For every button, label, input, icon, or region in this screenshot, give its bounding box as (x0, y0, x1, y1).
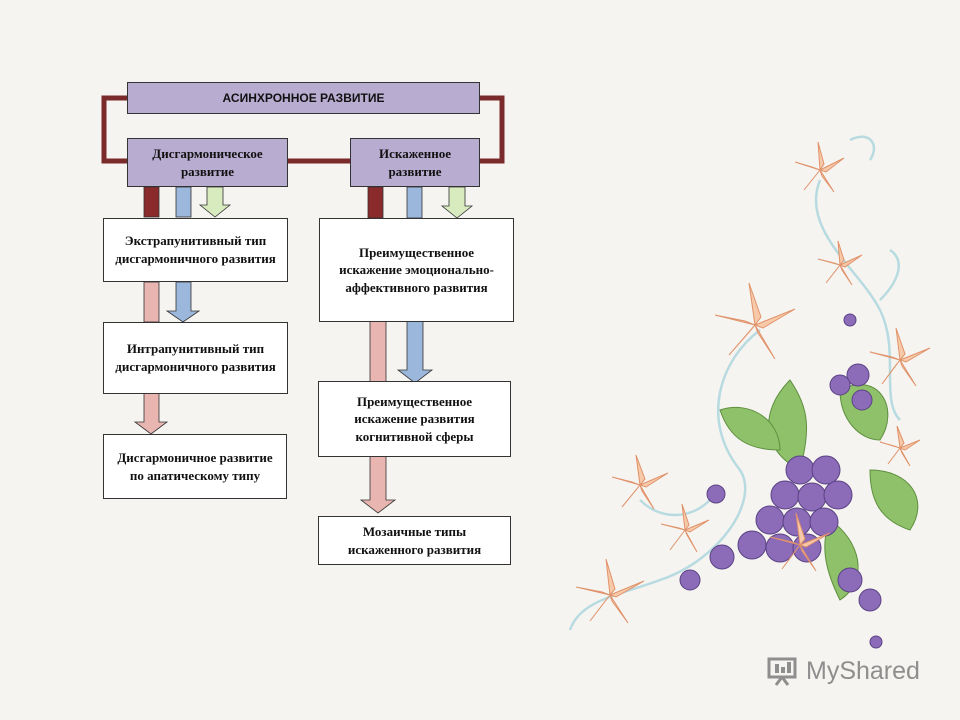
root-label: АСИНХРОННОЕ РАЗВИТИЕ (222, 90, 385, 105)
right-item-1: Преимущественное искажение эмоционально-… (339, 244, 494, 295)
right-item-2-box: Преимущественное искажение развития когн… (318, 381, 511, 457)
right-item-3: Мозаичные типы искаженного развития (347, 523, 482, 557)
arrow-dark-left (143, 186, 160, 218)
right-item-2: Преимущественное искажение развития когн… (354, 393, 475, 444)
root-box: АСИНХРОННОЕ РАЗВИТИЕ (127, 82, 480, 114)
left-item-1-box: Экстрапунитивный тип дисгармоничного раз… (103, 218, 288, 282)
left-item-3: Дисгармоничное развитие по апатическому … (117, 449, 273, 483)
myshared-logo: MyShared (766, 656, 920, 686)
right-branch-title-box: Искаженное развитие (350, 138, 480, 187)
left-item-1: Экстрапунитивный тип дисгармоничного раз… (115, 233, 276, 266)
right-branch-title: Искаженное развитие (379, 145, 451, 179)
left-item-3-box: Дисгармоничное развитие по апатическому … (103, 434, 287, 499)
arrow-blue-left (175, 186, 192, 218)
arrow-pink-right-down (359, 455, 397, 514)
arrow-blue-right-down (396, 320, 434, 384)
watermark-text: MyShared (806, 656, 920, 685)
right-item-1-box: Преимущественное искажение эмоционально-… (319, 218, 514, 322)
left-branch-title-box: Дисгармоническое развитие (127, 138, 288, 187)
left-branch-title: Дисгармоническое развитие (152, 145, 263, 179)
arrow-pink-left-down (133, 392, 169, 435)
right-item-3-box: Мозаичные типы искаженного развития (318, 516, 511, 565)
arrow-green-right (440, 186, 474, 219)
arrow-blue-left-down (165, 281, 201, 323)
left-item-2: Интрапунитивный тип дисгармоничного разв… (115, 341, 276, 374)
left-item-2-box: Интрапунитивный тип дисгармоничного разв… (103, 322, 288, 394)
arrow-green-left (198, 186, 232, 218)
presentation-board-icon (767, 657, 797, 686)
